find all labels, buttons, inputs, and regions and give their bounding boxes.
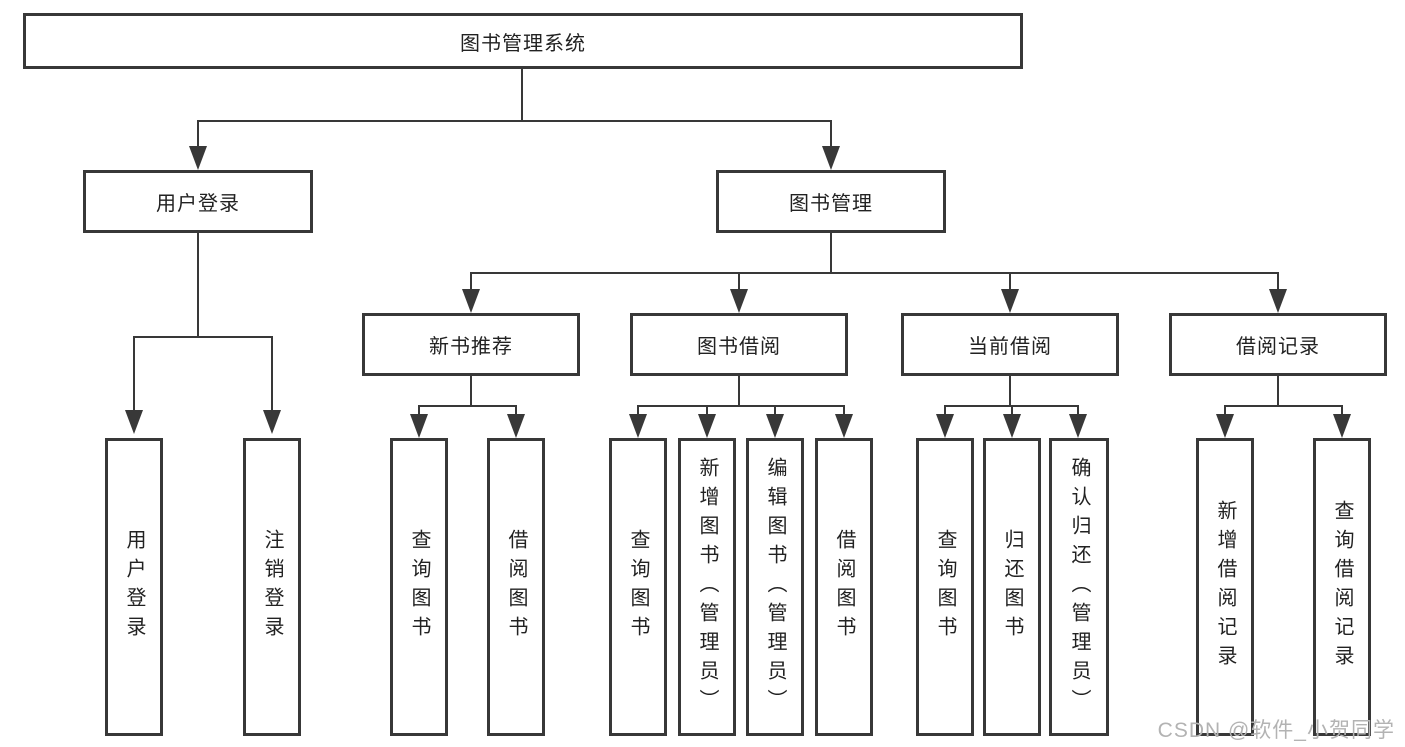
leaf-borrow-books-1: 借阅图书 xyxy=(487,438,545,736)
arrow-down-icon xyxy=(730,289,748,313)
connector-line xyxy=(1009,376,1011,405)
connector-line xyxy=(1077,405,1079,414)
arrow-down-icon xyxy=(125,410,143,434)
connector-line xyxy=(1009,272,1011,289)
connector-line xyxy=(133,336,135,410)
connector-line xyxy=(830,120,832,146)
connector-line xyxy=(843,405,845,414)
node-book-management-label: 图书管理 xyxy=(789,193,873,215)
connector-line xyxy=(1277,376,1279,405)
leaf-confirm-return-admin-label: 确认归还（管理员） xyxy=(1068,456,1090,718)
leaf-logout-label: 注销登录 xyxy=(261,529,283,645)
connector-line xyxy=(1277,272,1279,289)
arrow-down-icon xyxy=(462,289,480,313)
connector-line xyxy=(133,336,273,338)
connector-line xyxy=(637,405,845,407)
connector-line xyxy=(1224,405,1226,414)
watermark-text: CSDN @软件_小贺同学 xyxy=(1157,719,1395,742)
arrow-down-icon xyxy=(766,414,784,438)
connector-line xyxy=(738,376,740,405)
connector-line xyxy=(470,376,472,405)
connector-line xyxy=(470,272,472,289)
arrow-down-icon xyxy=(263,410,281,434)
connector-line xyxy=(197,233,199,336)
connector-line xyxy=(197,120,199,146)
node-borrow-records-label: 借阅记录 xyxy=(1236,336,1320,358)
leaf-return-books: 归还图书 xyxy=(983,438,1041,736)
arrow-down-icon xyxy=(936,414,954,438)
connector-line xyxy=(271,336,273,410)
node-user-login-label: 用户登录 xyxy=(156,193,240,215)
connector-line xyxy=(738,272,740,289)
arrow-down-icon xyxy=(1001,289,1019,313)
arrow-down-icon xyxy=(1269,289,1287,313)
leaf-edit-books-admin-label: 编辑图书（管理员） xyxy=(764,456,786,718)
leaf-query-borrow-record-label: 查询借阅记录 xyxy=(1331,500,1353,674)
arrow-down-icon xyxy=(507,414,525,438)
node-book-borrow-label: 图书借阅 xyxy=(697,336,781,358)
arrow-down-icon xyxy=(629,414,647,438)
leaf-query-borrow-record: 查询借阅记录 xyxy=(1313,438,1371,736)
connector-line xyxy=(774,405,776,414)
leaf-add-books-admin-label: 新增图书（管理员） xyxy=(696,456,718,718)
node-root-label: 图书管理系统 xyxy=(460,32,586,55)
node-current-borrow-label: 当前借阅 xyxy=(968,336,1052,358)
arrow-down-icon xyxy=(189,146,207,170)
leaf-return-books-label: 归还图书 xyxy=(1001,529,1023,645)
leaf-add-borrow-record-label: 新增借阅记录 xyxy=(1214,500,1236,674)
connector-line xyxy=(1341,405,1343,414)
leaf-user-login-label: 用户登录 xyxy=(123,529,145,645)
connector-line xyxy=(418,405,420,414)
leaf-edit-books-admin: 编辑图书（管理员） xyxy=(746,438,804,736)
node-new-book-recommend-label: 新书推荐 xyxy=(429,336,513,358)
arrow-down-icon xyxy=(1333,414,1351,438)
arrow-down-icon xyxy=(1003,414,1021,438)
leaf-borrow-books-2: 借阅图书 xyxy=(815,438,873,736)
leaf-query-books-1: 查询图书 xyxy=(390,438,448,736)
leaf-query-books-1-label: 查询图书 xyxy=(408,529,430,645)
arrow-down-icon xyxy=(822,146,840,170)
node-borrow-records: 借阅记录 xyxy=(1169,313,1387,376)
node-user-login: 用户登录 xyxy=(83,170,313,233)
connector-line xyxy=(944,405,946,414)
leaf-borrow-books-2-label: 借阅图书 xyxy=(833,529,855,645)
connector-line xyxy=(706,405,708,414)
node-book-management: 图书管理 xyxy=(716,170,946,233)
node-current-borrow: 当前借阅 xyxy=(901,313,1119,376)
connector-line xyxy=(470,272,1279,274)
leaf-borrow-books-1-label: 借阅图书 xyxy=(505,529,527,645)
connector-line xyxy=(1011,405,1013,414)
arrow-down-icon xyxy=(410,414,428,438)
leaf-add-books-admin: 新增图书（管理员） xyxy=(678,438,736,736)
leaf-query-books-2-label: 查询图书 xyxy=(627,529,649,645)
connector-line xyxy=(830,233,832,272)
node-new-book-recommend: 新书推荐 xyxy=(362,313,580,376)
leaf-add-borrow-record: 新增借阅记录 xyxy=(1196,438,1254,736)
leaf-query-books-3-label: 查询图书 xyxy=(934,529,956,645)
arrow-down-icon xyxy=(1216,414,1234,438)
arrow-down-icon xyxy=(698,414,716,438)
connector-line xyxy=(637,405,639,414)
leaf-query-books-2: 查询图书 xyxy=(609,438,667,736)
connector-line xyxy=(521,69,523,120)
leaf-user-login: 用户登录 xyxy=(105,438,163,736)
arrow-down-icon xyxy=(1069,414,1087,438)
connector-line xyxy=(1224,405,1343,407)
node-book-borrow: 图书借阅 xyxy=(630,313,848,376)
leaf-query-books-3: 查询图书 xyxy=(916,438,974,736)
connector-line xyxy=(515,405,517,414)
connector-line xyxy=(418,405,517,407)
node-root: 图书管理系统 xyxy=(23,13,1023,69)
leaf-logout: 注销登录 xyxy=(243,438,301,736)
leaf-confirm-return-admin: 确认归还（管理员） xyxy=(1049,438,1109,736)
arrow-down-icon xyxy=(835,414,853,438)
connector-line xyxy=(197,120,832,122)
